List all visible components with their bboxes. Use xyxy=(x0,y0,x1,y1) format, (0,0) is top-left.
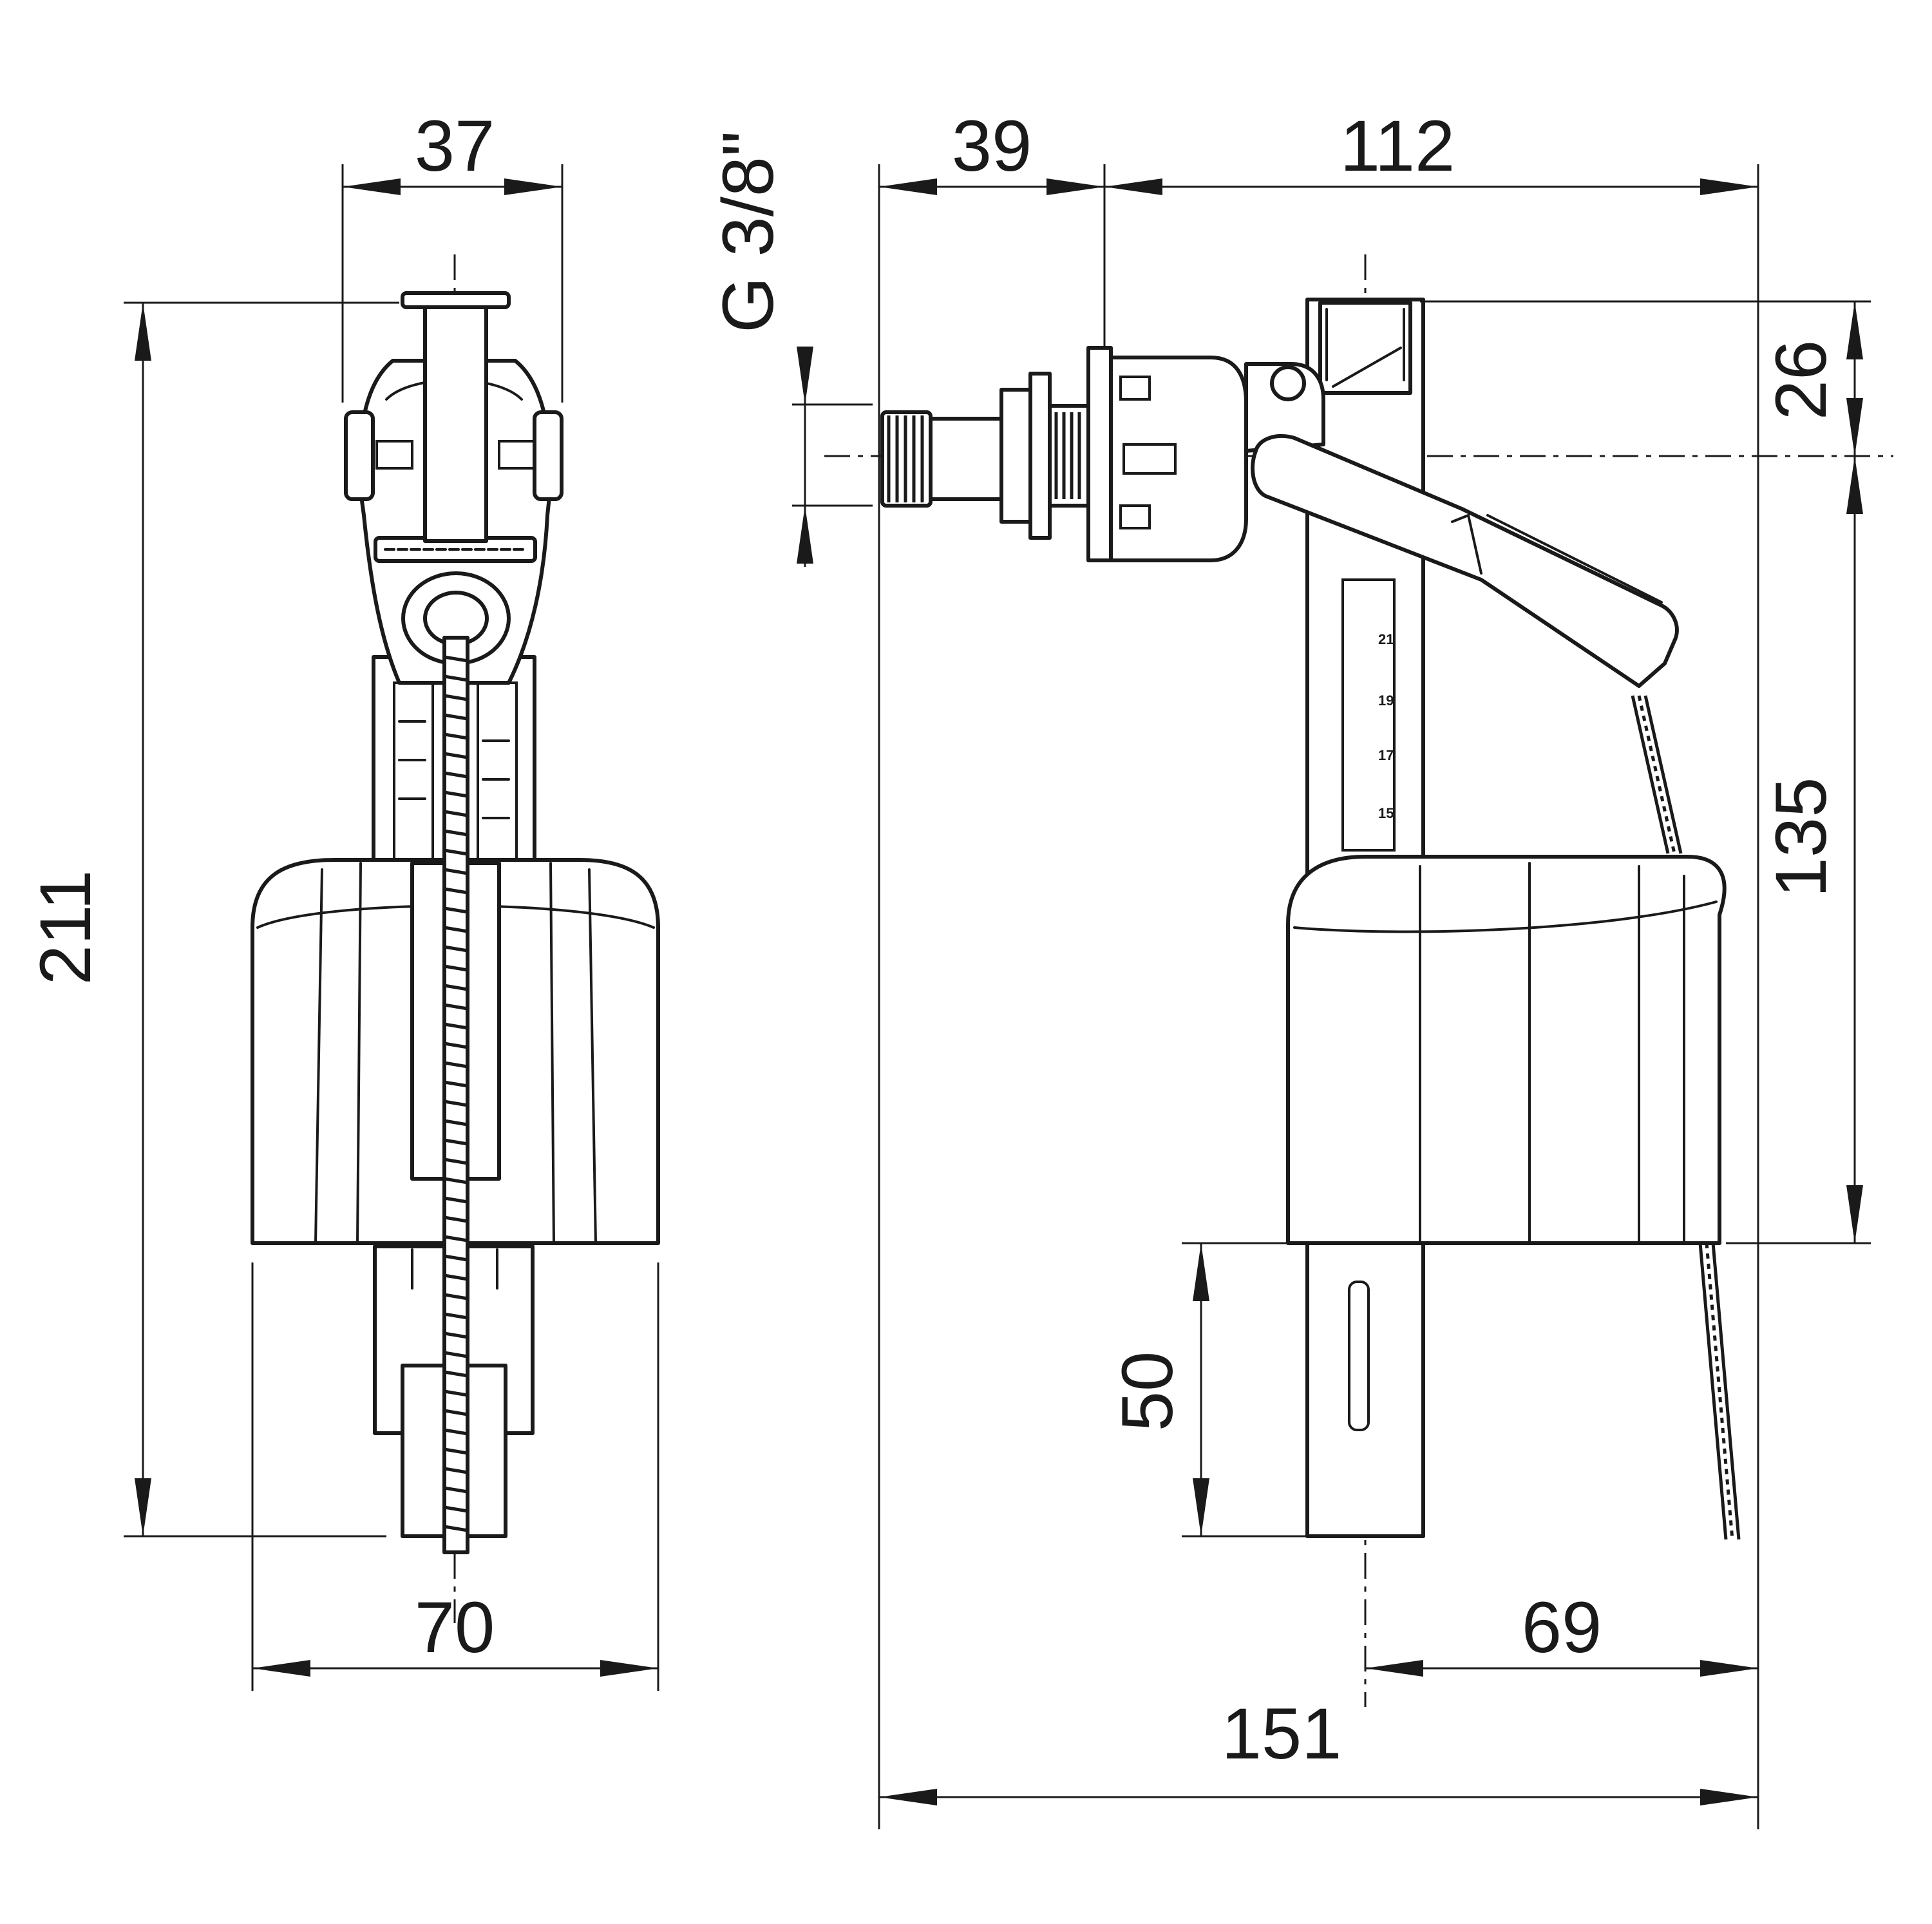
scale-mark-19: 19 xyxy=(1378,692,1394,709)
front-side-clip-left xyxy=(344,410,375,501)
side-chain-lower xyxy=(1698,1243,1728,1540)
side-float xyxy=(1286,855,1727,1245)
side-float-height-label: 135 xyxy=(1761,777,1841,898)
front-view: 37 211 70 xyxy=(25,106,660,1691)
front-top-stem xyxy=(423,301,488,543)
front-top-cap xyxy=(401,291,511,309)
front-height-total-label: 211 xyxy=(25,870,106,986)
side-arm-length-label: 112 xyxy=(1340,106,1455,186)
side-top-offset-label: 26 xyxy=(1761,340,1841,421)
side-depth-scale: 21 19 17 15 xyxy=(1378,631,1394,821)
side-min-depth-label: 50 xyxy=(1107,1351,1188,1432)
side-total-length-label: 151 xyxy=(1222,1693,1342,1774)
front-side-clip-right xyxy=(533,410,564,501)
side-chain-upper xyxy=(1631,695,1670,854)
side-valve-flange xyxy=(1086,346,1113,562)
side-top-cap xyxy=(1318,301,1412,395)
front-threaded-rod xyxy=(442,636,469,1554)
front-width-float-label: 70 xyxy=(415,1587,495,1668)
side-valve-body xyxy=(1109,356,1248,562)
scale-mark-21: 21 xyxy=(1378,631,1394,647)
side-thread-size-label: G 3/8" xyxy=(708,131,788,333)
side-inlet-washer xyxy=(1028,372,1052,540)
side-inlet-nut xyxy=(999,388,1032,524)
side-inlet-offset-label: 39 xyxy=(952,106,1032,186)
side-float-to-edge-label: 69 xyxy=(1522,1587,1602,1668)
scale-mark-15: 15 xyxy=(1378,805,1394,821)
side-inlet-sleeve xyxy=(929,417,1003,501)
side-view: 21 19 17 15 G 3/8" 39 112 26 xyxy=(708,106,1893,1829)
scale-mark-17: 17 xyxy=(1378,747,1394,763)
side-lever-arm xyxy=(1251,433,1679,688)
front-width-top-label: 37 xyxy=(415,106,495,186)
